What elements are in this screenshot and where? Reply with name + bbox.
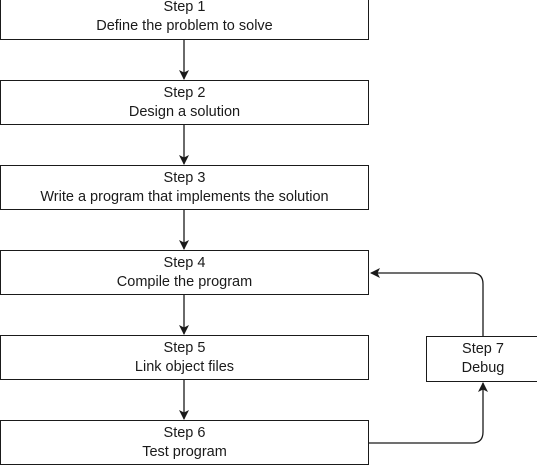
step-7-description: Debug [461, 360, 505, 376]
step-6-box: Step 6 Test program [0, 420, 369, 465]
step-3-title: Step 3 [163, 169, 206, 186]
step-4-title: Step 4 [163, 254, 206, 271]
step-3-description: Write a program that implements the solu… [40, 188, 329, 205]
step-5-description: Link object files [134, 358, 235, 375]
step-7-box: Step 7 Debug [426, 336, 537, 382]
arrow-step6-to-step7 [369, 382, 488, 444]
step-1-title: Step 1 [163, 0, 206, 15]
step-6-title: Step 6 [163, 424, 206, 441]
step-7-title: Step 7 [462, 341, 504, 357]
step-1-description: Define the problem to solve [96, 18, 273, 34]
step-4-description: Compile the program [116, 273, 253, 290]
step-1-box: Step 1 Define the problem to solve [0, 0, 369, 40]
step-2-box: Step 2 Design a solution [0, 80, 369, 125]
step-5-box: Step 5 Link object files [0, 335, 369, 380]
arrow-step7-to-step4 [370, 268, 484, 337]
step-6-description: Test program [142, 443, 227, 460]
step-4-box: Step 4 Compile the program [0, 250, 369, 295]
step-2-description: Design a solution [128, 103, 241, 120]
step-2-title: Step 2 [163, 84, 206, 101]
step-5-title: Step 5 [163, 339, 206, 356]
step-3-box: Step 3 Write a program that implements t… [0, 165, 369, 210]
